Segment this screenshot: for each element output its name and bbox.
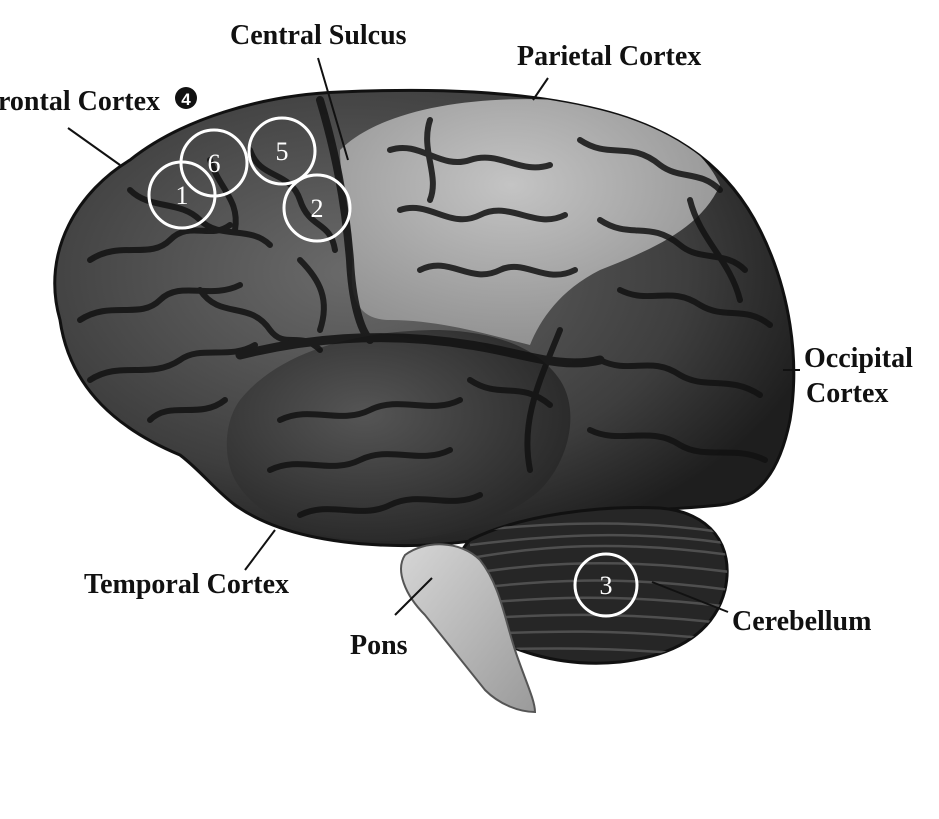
label-occipital-line1: Occipital <box>804 343 913 374</box>
marker-6-label: 6 <box>208 149 221 178</box>
frontal-marker-circle <box>175 87 197 109</box>
leader-pons <box>394 577 433 616</box>
leader-parietal <box>532 77 549 101</box>
parietal-region <box>340 99 720 345</box>
marker-2-circle <box>282 173 352 243</box>
pons-shape <box>400 543 537 714</box>
label-pons: Pons <box>350 630 408 661</box>
label-temporal-cortex: Temporal Cortex <box>84 569 289 600</box>
circle-markers <box>147 116 639 618</box>
leader-temporal <box>244 529 276 571</box>
frontal-marker-badge: 4 <box>175 87 197 109</box>
marker-3-label: 3 <box>600 571 613 600</box>
marker-6-circle <box>179 128 249 198</box>
label-frontal-cortex: rontal Cortex <box>0 86 160 117</box>
label-cerebellum: Cerebellum <box>732 606 871 637</box>
marker-1-label: 1 <box>176 181 189 210</box>
leader-cerebellum <box>651 581 729 613</box>
gyri-texture <box>77 96 773 518</box>
frontal-marker-number: 4 <box>181 90 191 109</box>
marker-numbers: 1 6 5 2 3 <box>176 137 613 600</box>
label-occipital-line2: Cortex <box>806 378 888 409</box>
marker-5-circle <box>247 116 317 186</box>
marker-2-label: 2 <box>311 194 324 223</box>
leader-lines <box>67 57 800 616</box>
leader-central-sulcus <box>317 57 349 161</box>
label-parietal-cortex: Parietal Cortex <box>517 41 701 72</box>
marker-5-label: 5 <box>276 137 289 166</box>
temporal-region <box>226 330 571 541</box>
region-labels: rontal Cortex 4 Central Sulcus Parietal … <box>0 20 913 661</box>
leader-frontal <box>67 127 121 166</box>
label-central-sulcus: Central Sulcus <box>230 20 407 51</box>
marker-3-circle <box>573 552 639 618</box>
